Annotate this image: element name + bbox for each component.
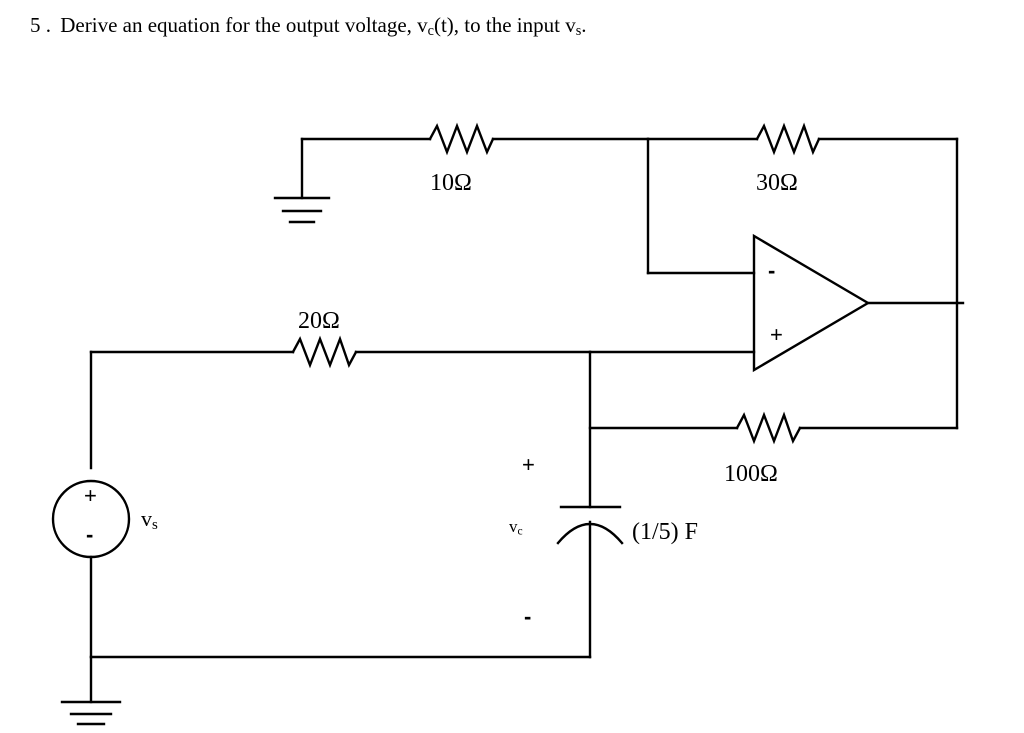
resistor-r30-label: 30Ω (756, 170, 798, 196)
capacitor-node-label: vc (509, 517, 523, 538)
voltage-source-plus-sign: + (84, 483, 97, 508)
question-text-after: (t), to the input (433, 13, 560, 37)
voltage-source-label: vs (141, 506, 158, 533)
resistor-r100-label: 100Ω (724, 461, 778, 487)
capacitor-value-label: (1/5) F (632, 519, 698, 545)
question-text-before: Derive an equation for the output voltag… (60, 13, 412, 37)
resistor-r20-symbol (291, 335, 358, 369)
opamp-inverting-sign: - (768, 258, 776, 283)
question-number: 5 . (30, 13, 51, 37)
input-variable: vs (565, 13, 582, 40)
question-prompt: 5 . Derive an equation for the output vo… (30, 12, 587, 44)
resistor-r100-symbol (735, 411, 802, 445)
opamp-noninverting-sign: + (770, 322, 783, 347)
resistor-r10-symbol (428, 122, 495, 156)
question-period: . (581, 13, 587, 37)
capacitor-minus-sign: - (524, 604, 532, 629)
voltage-source-minus-sign: - (86, 522, 94, 547)
output-variable: vc (417, 13, 434, 40)
resistor-r30-symbol (755, 122, 821, 156)
opamp-triangle (752, 233, 871, 373)
capacitor-plus-sign: + (522, 452, 535, 477)
resistor-r10-label: 10Ω (430, 170, 472, 196)
resistor-r20-label: 20Ω (298, 308, 340, 334)
